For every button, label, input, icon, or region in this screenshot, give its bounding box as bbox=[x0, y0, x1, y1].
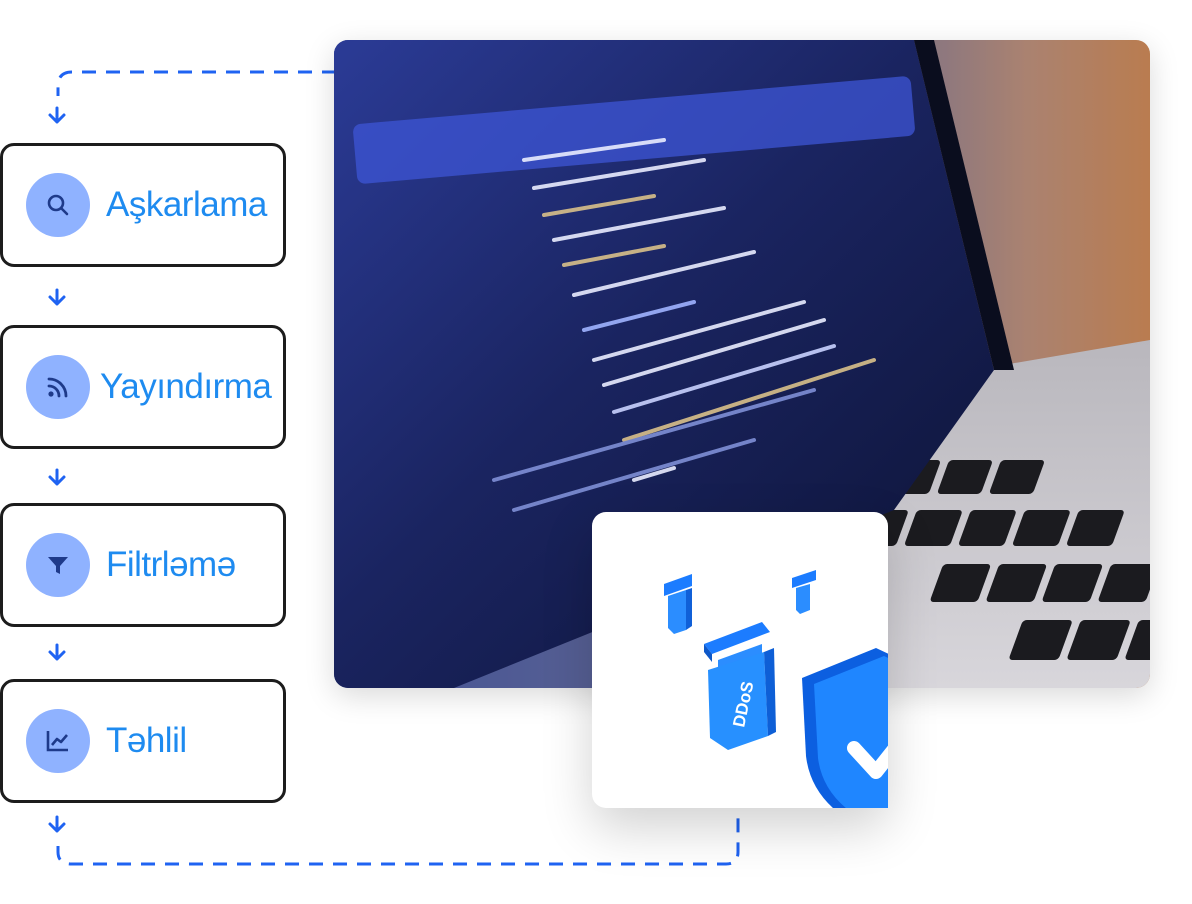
step-label: Aşkarlama bbox=[106, 185, 267, 224]
shield-check-icon bbox=[802, 648, 942, 834]
step-diversion: Yayındırma bbox=[0, 325, 286, 449]
step-detection: Aşkarlama bbox=[0, 143, 286, 267]
arrow-down-icon bbox=[48, 288, 66, 306]
line-chart-icon bbox=[26, 709, 90, 773]
search-icon bbox=[26, 173, 90, 237]
bottom-dashed-connector bbox=[56, 818, 740, 866]
arrow-down-icon bbox=[48, 643, 66, 661]
ddos-vessels-icon: DDoS bbox=[664, 570, 942, 834]
step-filtering: Filtrləmə bbox=[0, 503, 286, 627]
step-label: Filtrləmə bbox=[106, 545, 236, 584]
arrow-down-icon bbox=[48, 468, 66, 486]
top-dashed-connector bbox=[56, 70, 336, 96]
funnel-icon bbox=[26, 533, 90, 597]
arrow-down-icon bbox=[48, 815, 66, 833]
laptop-code-photo bbox=[334, 40, 1150, 688]
step-analysis: Təhlil bbox=[0, 679, 286, 803]
step-label: Təhlil bbox=[106, 721, 187, 760]
ddos-protection-card: DDoS bbox=[592, 512, 942, 834]
step-label: Yayındırma bbox=[100, 367, 272, 406]
rss-icon bbox=[26, 355, 90, 419]
arrow-down-icon bbox=[48, 106, 66, 124]
